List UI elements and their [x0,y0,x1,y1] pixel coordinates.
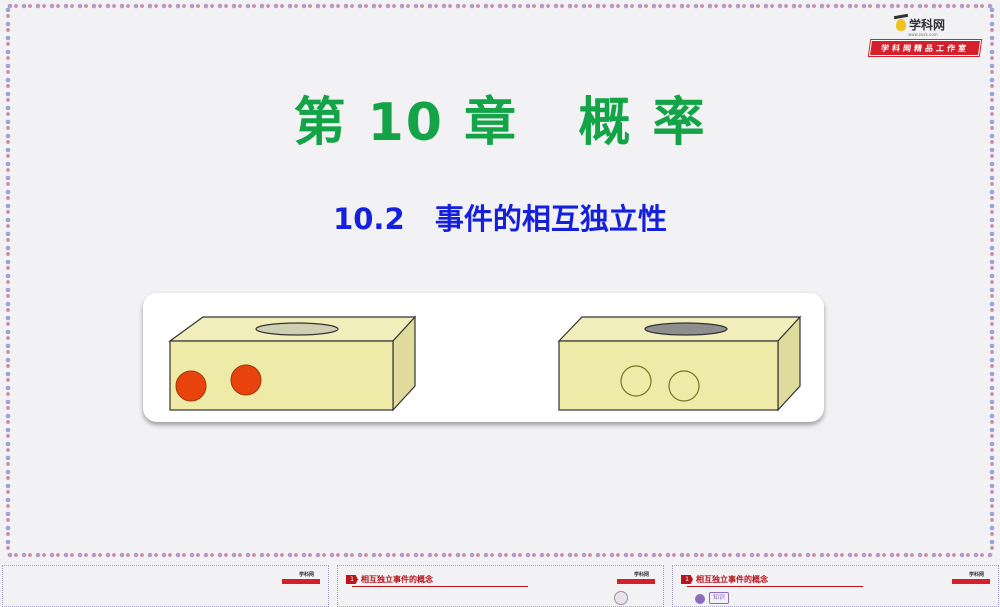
section-number-badge: 1 [681,575,693,584]
decorative-border-bottom [6,551,994,559]
lightbulb-icon [896,18,906,31]
slide-thumbnail-2[interactable]: 1 相互独立事件的概念 学科网 [337,565,664,607]
decorative-border-top [6,2,994,10]
section-number-badge: 1 [346,575,358,584]
right-box [557,315,802,412]
logo-url: www.zxxk.com [908,32,938,37]
boxes-illustration [168,315,802,412]
thumbnail-logo: 学科网 [282,571,320,584]
decorative-border-right [988,6,996,554]
red-ball [230,364,262,396]
heading-underline [352,586,528,587]
box-illustration-card [143,293,824,422]
decorative-border-left [4,6,12,554]
thinking-figure-icon [614,591,628,605]
thumbnail-heading: 1 相互独立事件的概念 [346,574,433,585]
thumbnail-heading-text: 相互独立事件的概念 [361,575,433,584]
outlined-ball [620,365,652,397]
logo-banner: 学科网精品工作室 [868,40,982,56]
thumbnail-logo: 学科网 [952,571,990,584]
knowledge-tag: 知识 [709,592,730,604]
left-box [168,315,417,412]
light-hole [255,322,339,336]
thumbnail-heading-text: 相互独立事件的概念 [696,575,768,584]
heading-underline [687,586,863,587]
main-slide: 学科网 www.zxxk.com 学科网精品工作室 第 10 章 概 率 10.… [0,0,1000,560]
zxxk-logo: 学科网 www.zxxk.com 学科网精品工作室 [866,14,984,58]
slide-thumbnail-1[interactable]: 学科网 [2,565,329,607]
red-ball [175,370,207,402]
logo-name: 学科网 [909,18,946,32]
chapter-title: 第 10 章 概 率 [293,93,707,153]
bullet-dot-icon [695,594,705,604]
outlined-ball [668,370,700,402]
section-title: 10.2 事件的相互独立性 [333,202,667,236]
thumbnail-heading: 1 相互独立事件的概念 [681,574,768,585]
thumbnail-logo: 学科网 [617,571,655,584]
slide-thumbnail-3[interactable]: 1 相互独立事件的概念 学科网 知识 [672,565,999,607]
dark-hole [644,322,728,336]
